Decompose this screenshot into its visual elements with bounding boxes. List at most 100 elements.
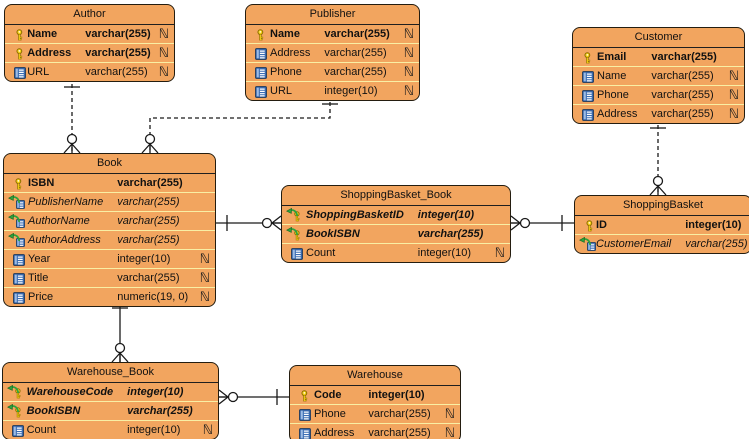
column-name: Address	[27, 43, 86, 63]
column-name: Year	[28, 249, 118, 269]
column-name: Address	[270, 43, 325, 63]
column-name: Count	[26, 424, 56, 436]
relationship-warehouse-warehouse_book[interactable]	[218, 389, 289, 405]
primary-key-icon	[5, 43, 28, 63]
column-type: varchar(255)	[117, 192, 195, 212]
relationship-customer-shoppingbasket[interactable]	[649, 118, 667, 196]
column-icon	[282, 244, 306, 263]
column-name: Email	[597, 48, 652, 67]
column-type: varchar(255)	[324, 43, 399, 63]
nullable-spacer	[490, 206, 510, 225]
nullable-spacer	[195, 174, 215, 193]
column-icon	[4, 249, 28, 269]
relationship-book-warehouse_book[interactable]	[111, 298, 129, 363]
primary-key-icon	[246, 25, 270, 44]
relationship-shoppingbasket-shoppingbasket_book[interactable]	[510, 215, 574, 231]
column-type: varchar(255)	[117, 211, 195, 231]
relationship-book-shoppingbasket_book[interactable]	[216, 215, 282, 231]
column-icon	[290, 404, 314, 424]
column-name: Price	[28, 291, 54, 303]
column-name: PublisherName	[28, 192, 118, 212]
column-name: Code	[314, 386, 369, 405]
relationship-author-book[interactable]	[63, 77, 81, 154]
column-icon	[290, 424, 314, 439]
zero-cardinality-circle	[114, 342, 126, 354]
zero-cardinality-circle	[652, 175, 664, 187]
primary-foreign-key-icon	[282, 206, 306, 225]
column-name: Title	[28, 268, 118, 288]
column-name: Phone	[270, 62, 325, 82]
column-type: numeric(19, 0)	[117, 291, 189, 303]
column-name: Name	[597, 66, 652, 86]
column-icon	[246, 82, 270, 101]
many-cardinality-crowfoot	[218, 389, 229, 405]
entity-title: Book	[4, 154, 215, 174]
zero-cardinality-circle	[261, 217, 273, 229]
column-type: varchar(255)	[117, 230, 195, 250]
zero-cardinality-circle	[227, 391, 239, 403]
column-icon	[246, 43, 270, 63]
column-name: CustomerEmail	[596, 238, 672, 250]
column-type: varchar(255)	[127, 401, 199, 421]
primary-key-icon	[290, 386, 314, 405]
column-name: BookISBN	[26, 401, 128, 421]
many-cardinality-crowfoot	[510, 215, 521, 231]
nullable-icon: ℕ	[403, 83, 414, 99]
column-name: AuthorAddress	[28, 230, 118, 250]
relationship-publisher-book[interactable]	[141, 95, 338, 154]
column-icon	[573, 85, 597, 105]
column-type: integer(10)	[127, 424, 181, 436]
entity-title: ShoppingBasket	[575, 196, 749, 216]
nullable-icon: ℕ	[195, 249, 215, 269]
primary-key-icon	[575, 216, 596, 235]
non-identifying-relationship-line[interactable]	[149, 95, 331, 153]
column-type: varchar(255)	[85, 25, 157, 44]
column-name: Name	[27, 25, 86, 44]
column-type: varchar(255)	[651, 66, 724, 86]
nullable-icon: ℕ	[399, 43, 419, 63]
